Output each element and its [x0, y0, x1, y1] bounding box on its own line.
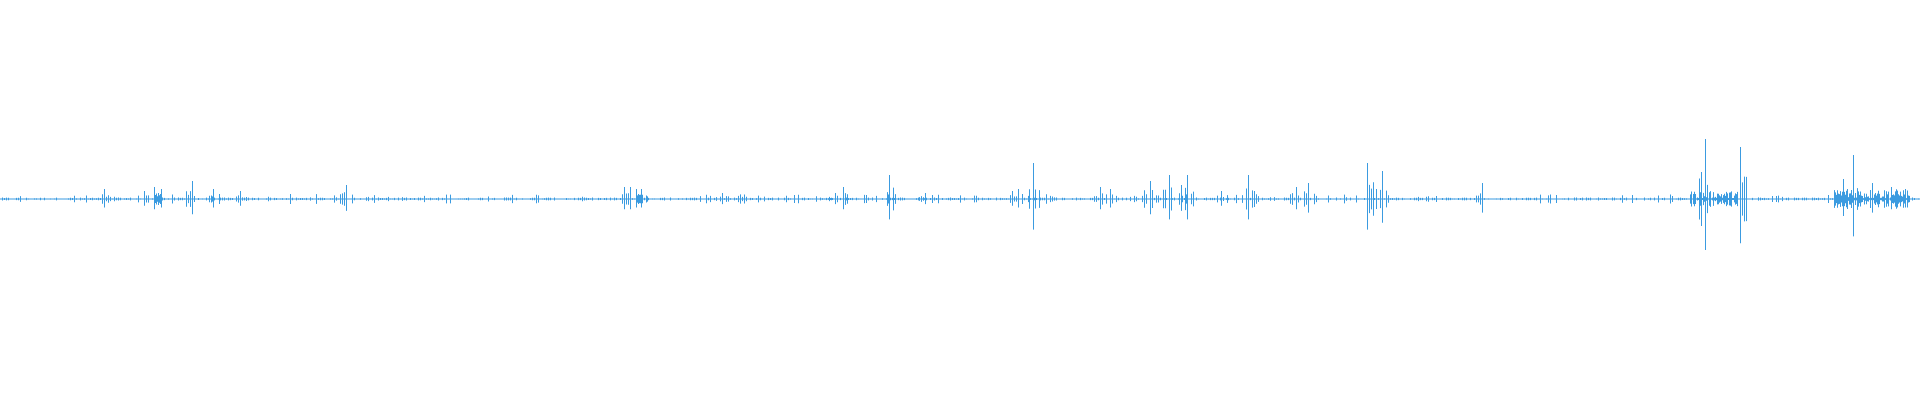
- waveform-view[interactable]: [0, 0, 1920, 400]
- audio-waveform[interactable]: [0, 0, 1920, 400]
